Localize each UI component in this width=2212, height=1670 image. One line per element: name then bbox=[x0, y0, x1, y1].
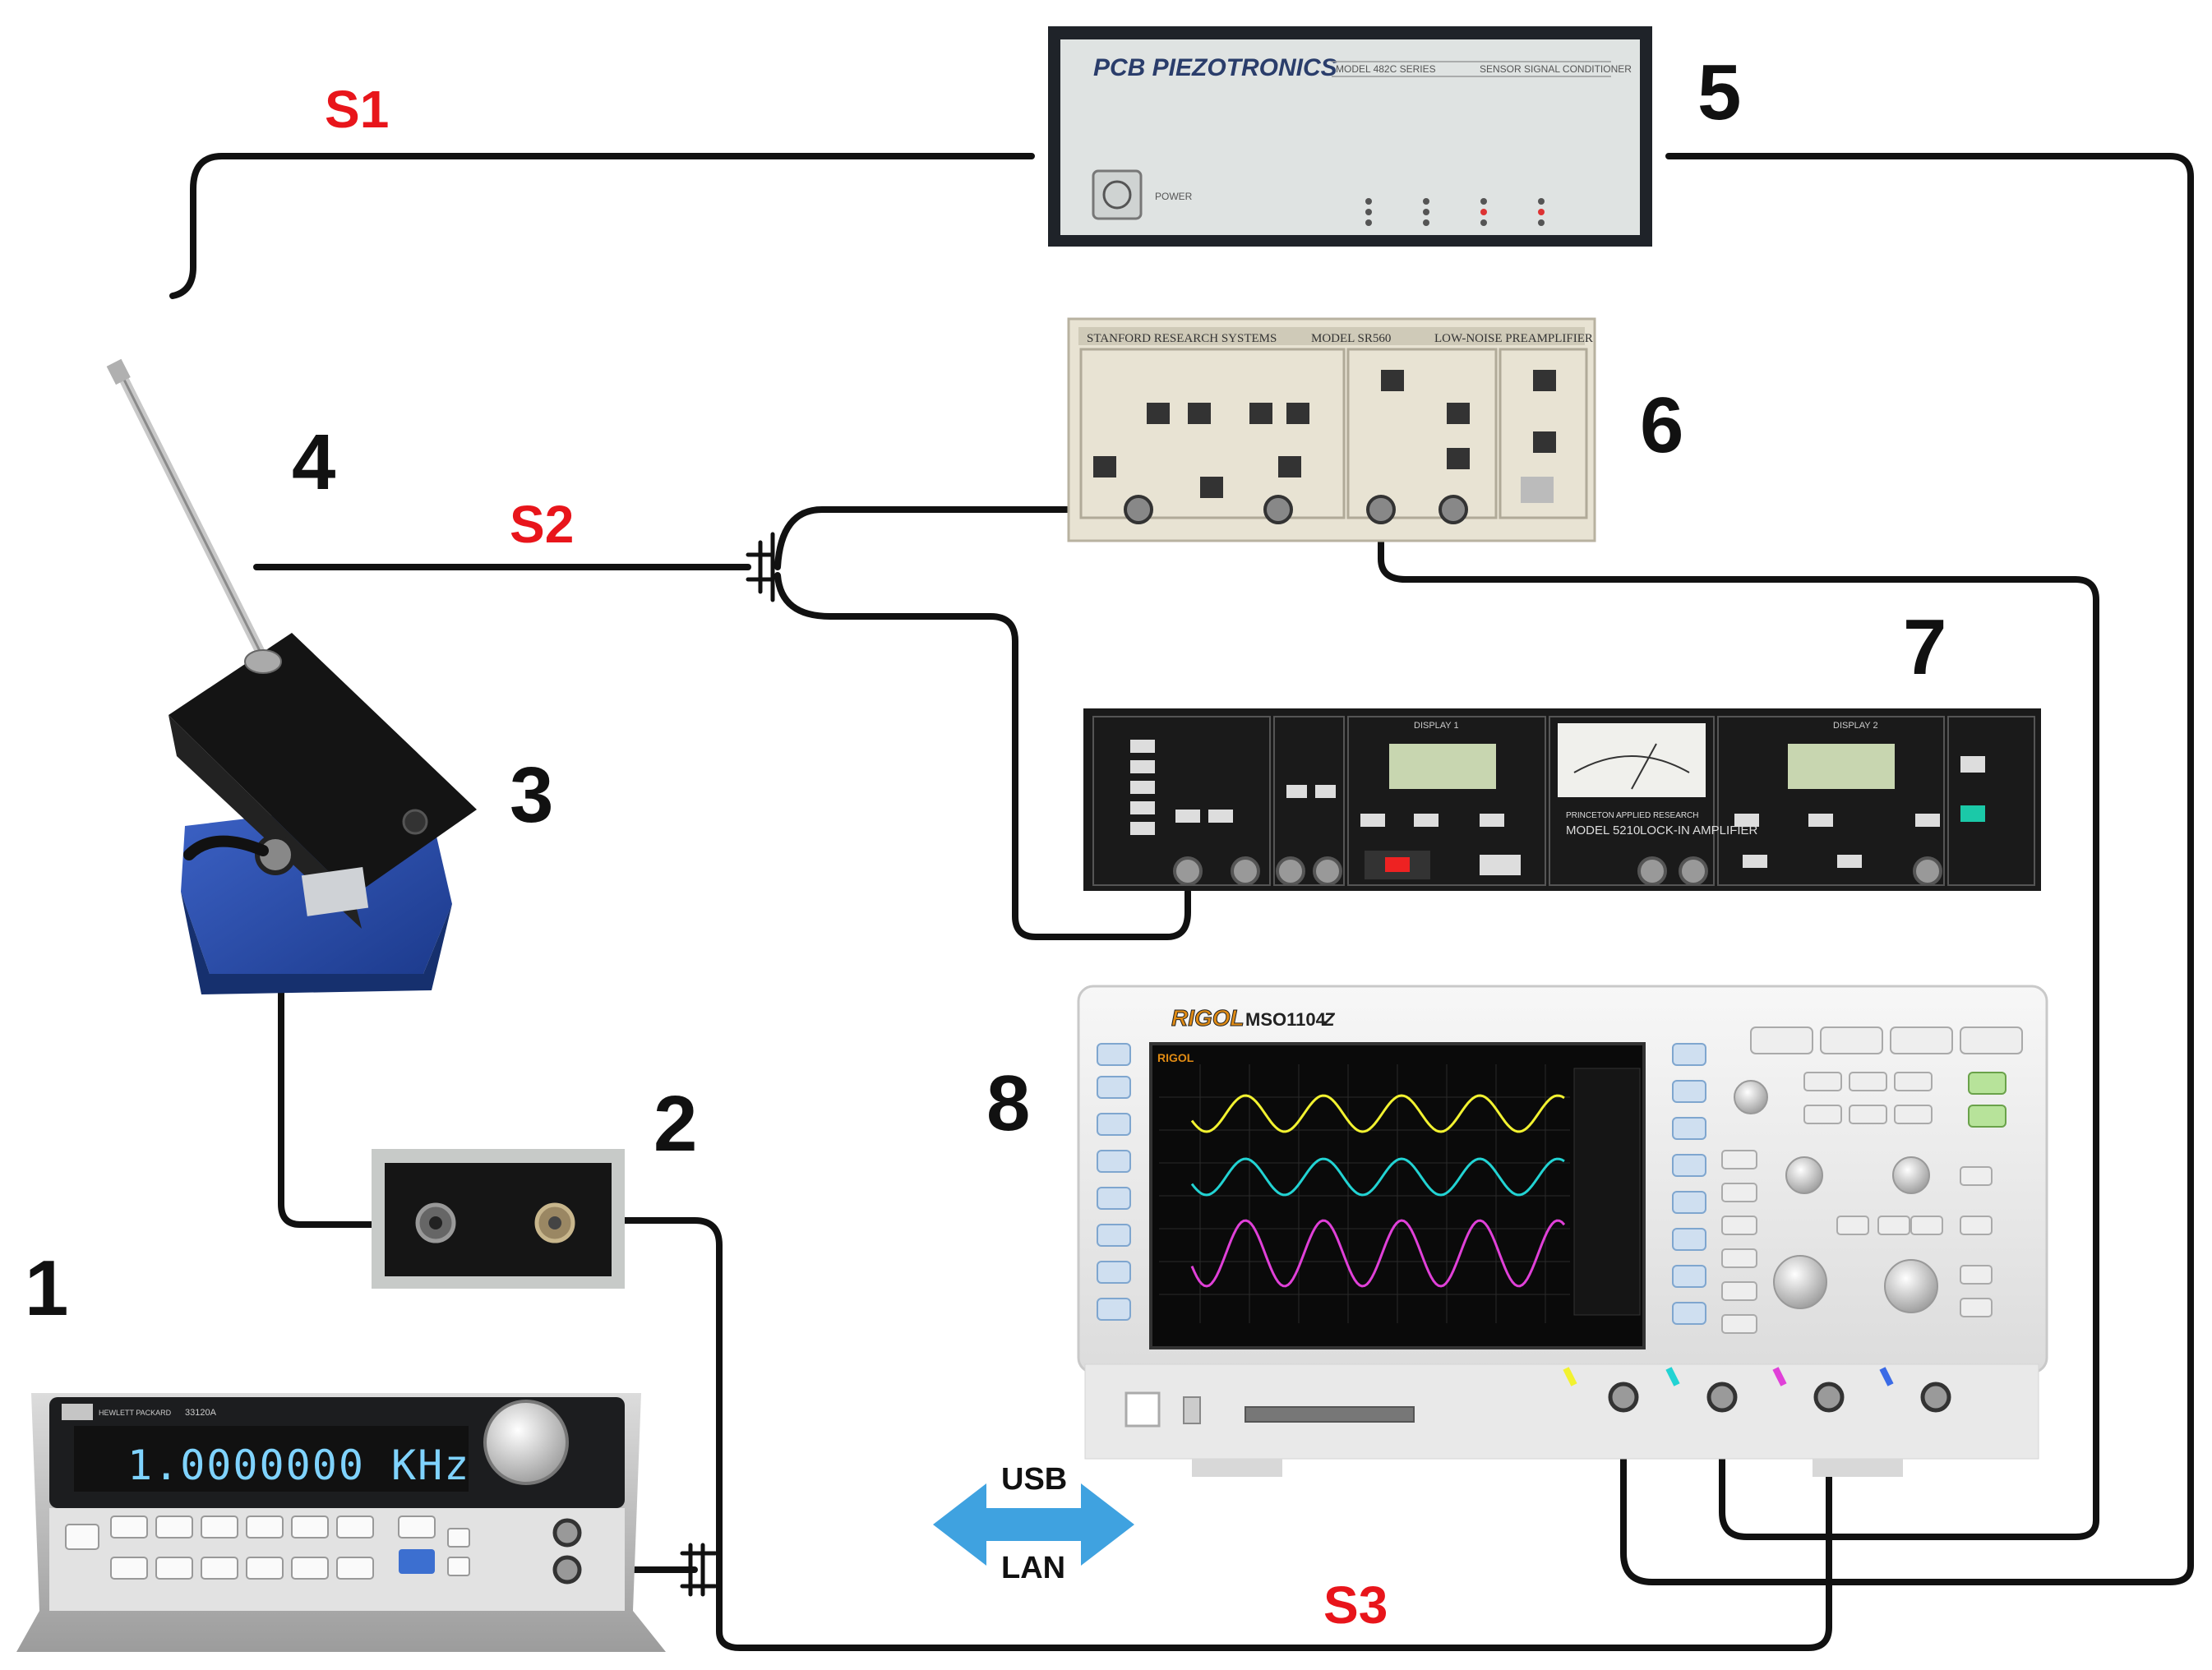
cable-s1 bbox=[169, 153, 1035, 299]
label-5: 5 bbox=[1697, 48, 1741, 136]
arrow-label-lan: LAN bbox=[1001, 1551, 1065, 1585]
power-label: POWER bbox=[1155, 191, 1193, 202]
cable-preamp-to-scope bbox=[1378, 506, 2099, 1540]
display2-label: DISPLAY 2 bbox=[1833, 721, 1878, 731]
cable-conditioner-to-scope bbox=[1620, 153, 2194, 1585]
shaker bbox=[106, 358, 477, 994]
label-s1: S1 bbox=[325, 80, 389, 139]
lockin-model: MODEL 5210 bbox=[1566, 823, 1640, 837]
channel-leds bbox=[1365, 198, 1545, 226]
cable-s2-to-lockin bbox=[774, 572, 1191, 940]
screen-rigol-logo: RIGOL bbox=[1157, 1051, 1194, 1064]
conditioner-model: MODEL 482C SERIES bbox=[1336, 63, 1436, 75]
fg-brand: HEWLETT PACKARD bbox=[99, 1409, 172, 1417]
label-1: 1 bbox=[25, 1244, 68, 1332]
oscilloscope: RIGOL MSO1104 Z RIGOL bbox=[1077, 985, 2048, 1477]
lockin-meter bbox=[1558, 723, 1706, 797]
preamp-brand: STANFORD RESEARCH SYSTEMS bbox=[1087, 332, 1277, 345]
preamplifier: STANFORD RESEARCH SYSTEMS MODEL SR560 LO… bbox=[1067, 317, 1596, 542]
scope-model: MSO1104 bbox=[1245, 1009, 1327, 1030]
conditioner-caption: SENSOR SIGNAL CONDITIONER bbox=[1480, 63, 1632, 75]
label-3: 3 bbox=[510, 751, 553, 839]
cable-shaker-to-box bbox=[278, 983, 377, 1228]
fg-model: 33120A bbox=[185, 1408, 217, 1418]
preamp-model: MODEL SR560 bbox=[1311, 332, 1391, 345]
t-connector-s2 bbox=[746, 532, 775, 602]
label-4: 4 bbox=[292, 418, 335, 506]
lockin-brand: PRINCETON APPLIED RESEARCH bbox=[1566, 811, 1699, 820]
power-button bbox=[1092, 169, 1143, 220]
label-s2: S2 bbox=[510, 495, 574, 554]
cable-box-to-generator bbox=[617, 1217, 1832, 1651]
fg-display: 1.0000000 KHz bbox=[127, 1442, 470, 1489]
scope-brand: RIGOL bbox=[1171, 1005, 1245, 1031]
arrow-label-usb: USB bbox=[1001, 1462, 1067, 1497]
cable-s2-to-preamp bbox=[774, 506, 1142, 570]
label-s3: S3 bbox=[1323, 1575, 1388, 1635]
label-7: 7 bbox=[1903, 603, 1946, 691]
lockin-display-1 bbox=[1389, 744, 1496, 789]
function-generator: HEWLETT PACKARD 33120A 1.0000000 KHz bbox=[16, 1393, 666, 1652]
lockin-display-2 bbox=[1788, 744, 1895, 789]
preamp-bnc-connectors bbox=[1124, 495, 1468, 524]
lockin-caption: LOCK-IN AMPLIFIER bbox=[1640, 823, 1758, 837]
conditioner-brand: PCB PIEZOTRONICS bbox=[1093, 54, 1337, 81]
cables bbox=[169, 153, 2194, 1651]
usb-lan-arrow: USB LAN bbox=[933, 1462, 1134, 1585]
lockin-bnc-connectors bbox=[1173, 856, 1942, 886]
label-6: 6 bbox=[1640, 381, 1683, 469]
display1-label: DISPLAY 1 bbox=[1414, 721, 1459, 731]
trace-ch3 bbox=[1190, 1219, 1566, 1288]
signal-conditioner: PCB PIEZOTRONICS MODEL 482C SERIES SENSO… bbox=[1048, 26, 1652, 247]
lockin-amplifier: DISPLAY 1 DISPLAY 2 PRINCETON APPLIED RE… bbox=[1083, 708, 2041, 891]
trace-ch1 bbox=[1190, 1094, 1565, 1133]
amplifier-box bbox=[372, 1149, 625, 1289]
t-connector-s3 bbox=[680, 1543, 718, 1597]
accelerometer bbox=[106, 358, 282, 674]
trace-ch2 bbox=[1190, 1157, 1565, 1197]
label-2: 2 bbox=[653, 1080, 697, 1168]
label-8: 8 bbox=[986, 1059, 1030, 1147]
scope-z-logo: Z bbox=[1323, 1009, 1336, 1030]
scope-channel-inputs bbox=[1608, 1382, 1951, 1413]
preamp-caption: LOW-NOISE PREAMPLIFIER bbox=[1434, 332, 1593, 345]
